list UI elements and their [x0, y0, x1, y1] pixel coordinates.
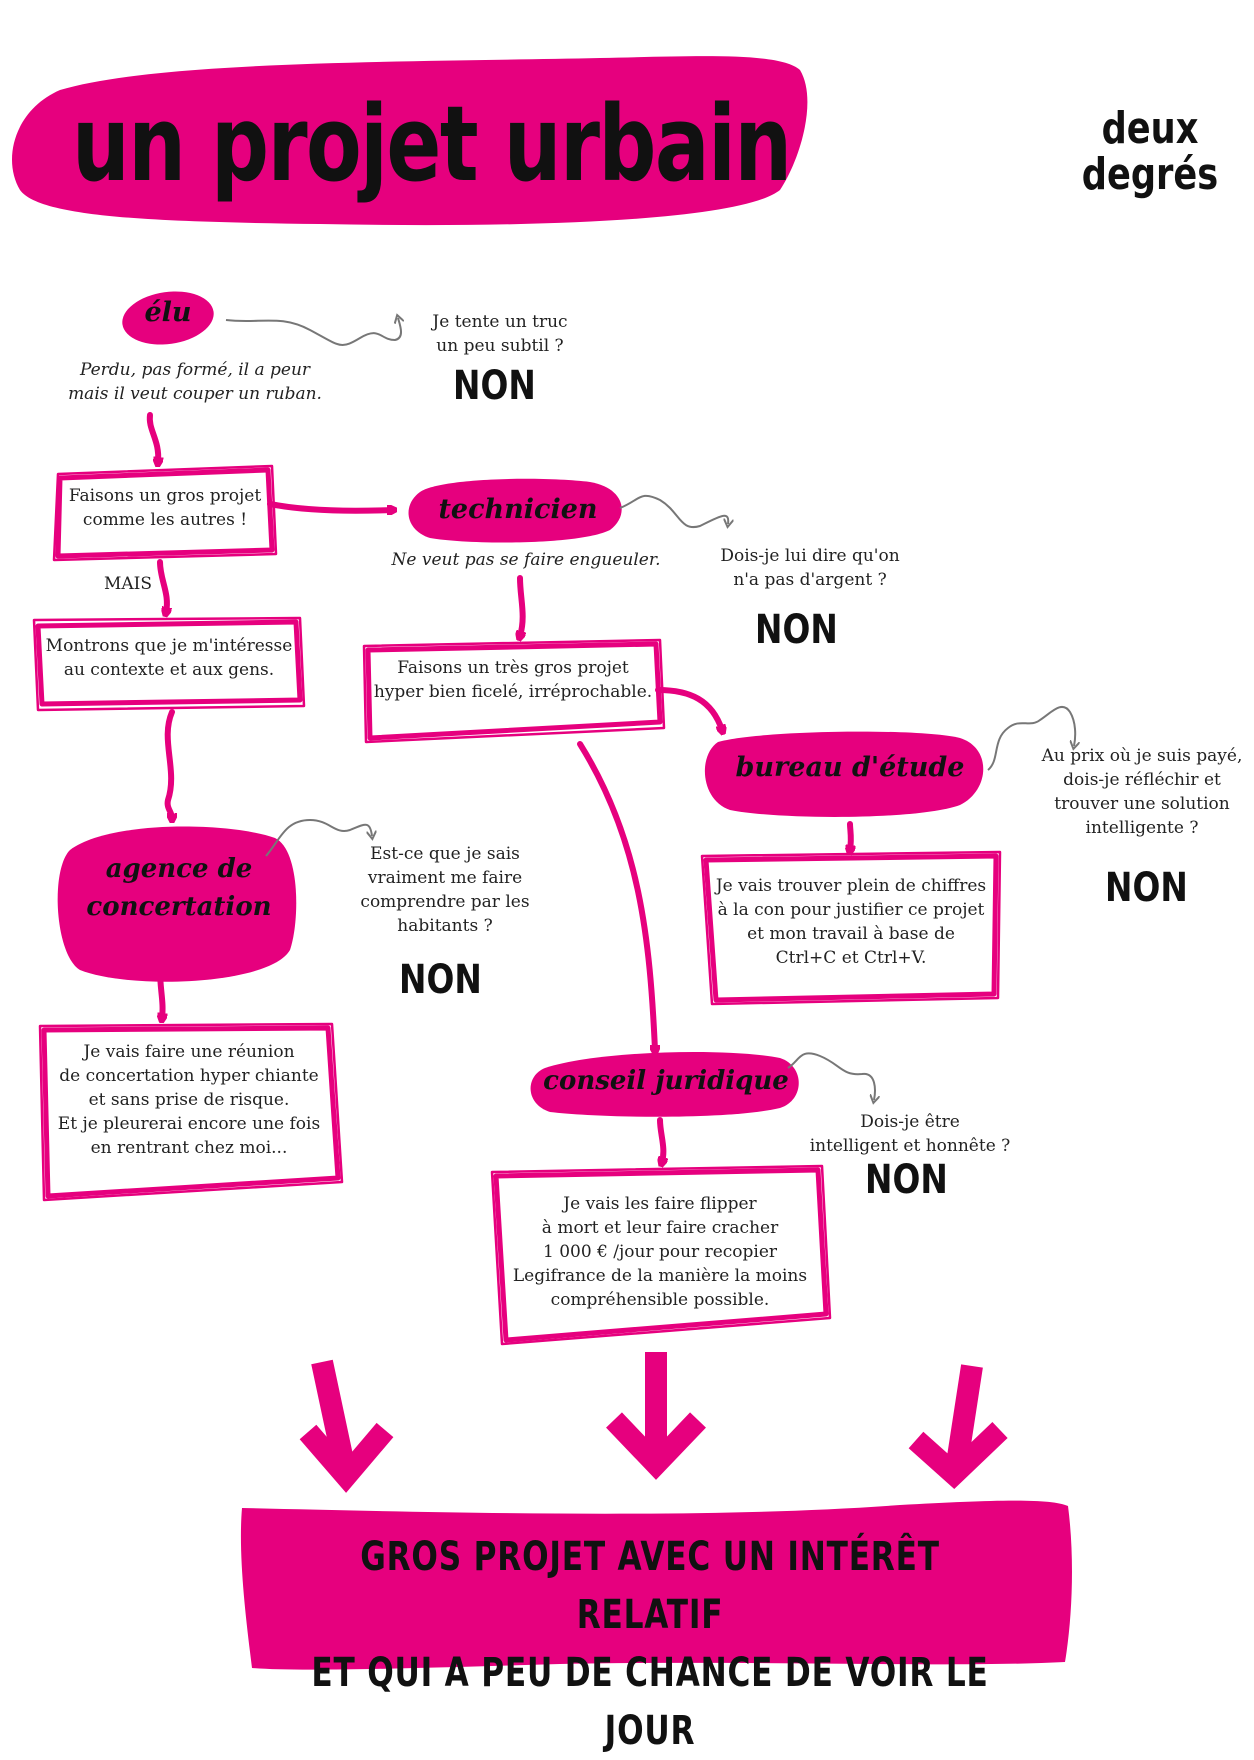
- question-technicien: Dois-je lui dire qu'on n'a pas d'argent …: [720, 546, 900, 590]
- squiggle-technicien: [619, 494, 728, 527]
- bureau-etude-blob: [704, 731, 984, 817]
- arrow-technicien-to-tres-gros: [520, 575, 523, 636]
- brand-line-2: degrés: [1081, 149, 1219, 200]
- answer-non-agence: NON: [399, 957, 482, 1003]
- arrow-gros-projet-to-technicien: [267, 501, 392, 511]
- arrow-tres-gros-to-conseil: [577, 741, 655, 1050]
- elu-caption: Perdu, pas formé, il a peur mais il veut…: [68, 360, 322, 404]
- box-contexte-text: Montrons que je m'intéresse au contexte …: [45, 636, 293, 680]
- box-tres-gros-text: Faisons un très gros projet hyper bien f…: [373, 658, 653, 702]
- arrow-tres-gros-to-bureau: [655, 687, 722, 730]
- box-chiffres-text: Je vais trouver plein de chiffres à la c…: [715, 876, 987, 968]
- squiggle-elu: [225, 318, 401, 346]
- squiggle-agence: [265, 818, 372, 857]
- technicien-blob: [408, 478, 622, 543]
- arrow-conseil-to-flipper: [660, 1117, 663, 1162]
- big-arrow-left: [311, 1359, 356, 1473]
- arrow-gros-projet-to-contexte: [157, 559, 167, 612]
- title-blob: [12, 56, 808, 226]
- technicien-caption: Ne veut pas se faire engueuler.: [391, 550, 661, 570]
- conseil-blob: [530, 1052, 799, 1117]
- actor-agence-line-2: concertation: [86, 892, 272, 922]
- question-agence: Est-ce que je sais vraiment me faire com…: [360, 844, 530, 936]
- elu-blob: [122, 291, 214, 345]
- actor-conseil-juridique: conseil juridique: [543, 1066, 789, 1096]
- answer-non-elu: NON: [453, 363, 536, 409]
- box-flipper-outline: [493, 1167, 829, 1343]
- brand-line-1: deux: [1101, 103, 1199, 154]
- agence-blob: [57, 826, 297, 982]
- page-title: un projet urbain: [72, 83, 792, 205]
- arrow-bureau-to-chiffres: [850, 821, 851, 850]
- actor-agence: agence de concertation: [64, 850, 294, 926]
- squiggle-conseil: [787, 1052, 875, 1100]
- box-chiffres-outline: [703, 853, 999, 1003]
- box-contexte-outline: [35, 619, 303, 707]
- conclusion-text: GROS PROJET AVEC UN INTÉRÊT RELATIF ET Q…: [311, 1534, 989, 1754]
- conclusion-blob: [240, 1500, 1072, 1670]
- box-gros-projet-text: Faisons un gros projet comme les autres …: [68, 486, 262, 530]
- actor-agence-line-1: agence de: [105, 854, 253, 884]
- label-mais: MAIS: [104, 574, 153, 594]
- question-bureau: Au prix où je suis payé, dois-je réfléch…: [1041, 746, 1243, 838]
- box-reunion-text: Je vais faire une réunion de concertatio…: [57, 1042, 321, 1158]
- answer-non-bureau: NON: [1105, 865, 1188, 911]
- box-gros-projet-outline: [55, 467, 275, 559]
- actor-technicien: technicien: [438, 494, 598, 525]
- arrow-contexte-to-agence: [164, 709, 172, 818]
- answer-non-conseil: NON: [865, 1157, 948, 1203]
- big-arrow-right: [945, 1364, 983, 1472]
- question-elu: Je tente un truc un peu subtil ?: [432, 312, 568, 356]
- flowchart-canvas: un projet urbain deux degrés élu Perdu, …: [12, 56, 1254, 1754]
- arrow-elu-to-gros-projet: [146, 412, 158, 462]
- actor-elu: élu: [144, 297, 192, 328]
- box-tres-gros-outline: [365, 641, 663, 741]
- question-conseil: Dois-je être intelligent et honnête ?: [809, 1112, 1011, 1156]
- box-flipper-text: Je vais les faire flipper à mort et leur…: [512, 1194, 808, 1310]
- squiggle-bureau: [987, 706, 1075, 771]
- arrow-agence-to-reunion: [160, 967, 163, 1018]
- actor-bureau-etude: bureau d'étude: [735, 752, 965, 783]
- box-reunion-outline: [41, 1025, 341, 1199]
- flowchart-graphics: [12, 56, 1254, 1670]
- brand-logo: deux degrés: [1060, 106, 1240, 198]
- answer-non-technicien: NON: [755, 607, 838, 653]
